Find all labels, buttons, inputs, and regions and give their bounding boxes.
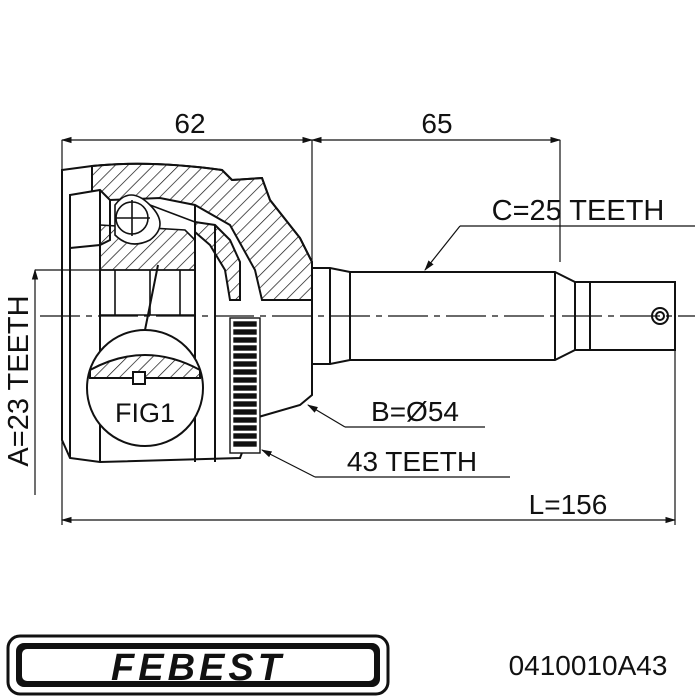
tone-ring-tooth [233, 385, 257, 391]
tone-ring-tooth [233, 369, 257, 375]
tone-ring-tooth [233, 425, 257, 431]
tone-ring-tooth [233, 401, 257, 407]
inner-race [99, 194, 196, 316]
tone-ring-tooth [233, 337, 257, 343]
tone-ring-tooth [233, 321, 257, 327]
shaft-spline-leader [424, 225, 695, 271]
shaft-spline-label: C=25 TEETH [492, 195, 665, 227]
tone-ring-tooth [233, 345, 257, 351]
abs-tone-ring [229, 317, 261, 454]
tone-ring-tooth [233, 441, 257, 447]
overall-length-label: L=156 [529, 489, 608, 520]
abs-teeth-leader [261, 449, 510, 478]
tone-ring-tooth [233, 433, 257, 439]
fig1-detail [86, 264, 204, 447]
dim-shaft-length: 65 [421, 108, 452, 139]
part-number: 0410010A43 [509, 650, 668, 681]
tone-ring-tooth [233, 353, 257, 359]
tone-ring-tooth [233, 361, 257, 367]
inner-spline-dimension [31, 268, 100, 495]
tone-ring-tooth [233, 393, 257, 399]
seat-diameter-leader [307, 404, 485, 428]
inner-spline-label: A=23 TEETH [3, 295, 35, 466]
tone-ring-tooth [233, 377, 257, 383]
tone-ring-tooth [233, 417, 257, 423]
tone-ring-tooth [233, 329, 257, 335]
fig1-label: FIG1 [115, 398, 175, 428]
brand-wordmark: FEBEST [111, 647, 285, 689]
top-dimension [60, 136, 562, 262]
febest-logo: FEBEST [6, 634, 390, 696]
tone-ring-tooth [233, 409, 257, 415]
dim-housing-length: 62 [174, 108, 205, 139]
abs-teeth-label: 43 TEETH [347, 446, 477, 477]
overall-length-dimension [60, 350, 677, 525]
seat-diameter-label: B=Ø54 [371, 396, 459, 427]
